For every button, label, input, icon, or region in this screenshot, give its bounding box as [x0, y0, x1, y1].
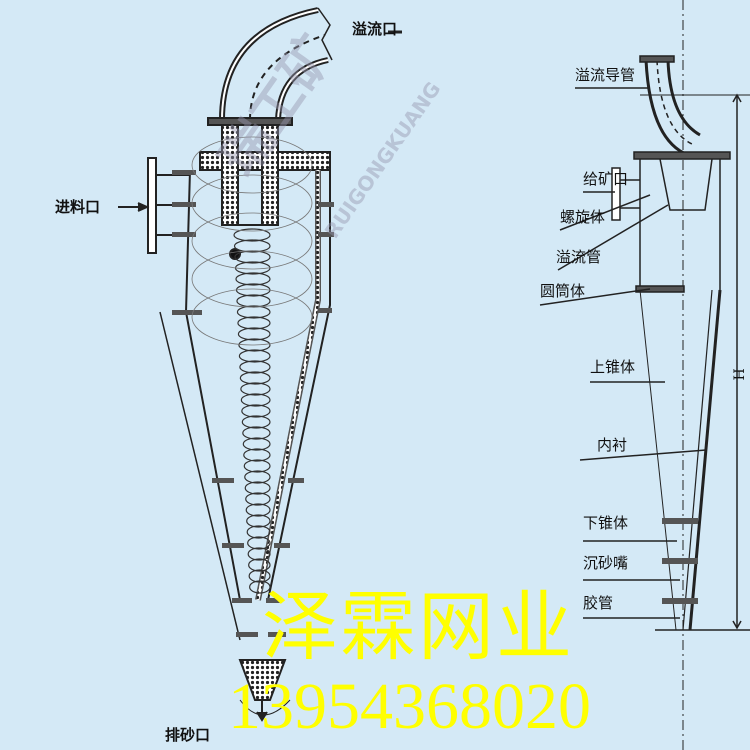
- spiral-turn: [239, 360, 271, 374]
- vortex-swirl: [191, 174, 313, 232]
- vortex-swirl: [191, 212, 313, 270]
- vortex-swirl: [191, 288, 313, 346]
- label-upper-cone: 上锥体: [590, 358, 636, 376]
- label-feed-inlet: 进料口: [55, 198, 101, 216]
- spiral-turn: [233, 239, 271, 253]
- spiral-turn: [236, 294, 271, 308]
- spiral-turn: [244, 481, 271, 495]
- spiral-turn: [248, 558, 271, 572]
- spiral-turn: [244, 470, 271, 484]
- spiral-turn: [238, 349, 271, 363]
- spiral-turn: [242, 426, 271, 440]
- spiral-turn: [239, 371, 271, 385]
- spiral-turn: [242, 437, 271, 451]
- spiral-turn: [241, 415, 271, 429]
- label-rubber-hose: 胶管: [583, 594, 614, 612]
- label-cylinder: 圆筒体: [540, 282, 586, 300]
- spiral-turn: [245, 492, 271, 506]
- label-spiral-body: 螺旋体: [560, 208, 606, 226]
- right-cyclone: [539, 0, 750, 750]
- watermark-phone: 13954368020: [228, 670, 591, 743]
- label-spigot: 沉砂嘴: [583, 554, 629, 572]
- spiral-turn: [240, 382, 271, 396]
- label-overflow-pipe: 溢流管: [556, 248, 602, 266]
- spiral-turn: [234, 250, 271, 264]
- spiral-turn: [238, 338, 271, 352]
- dimension-h: H: [729, 368, 746, 381]
- spiral-turn: [247, 547, 271, 561]
- spiral-turn: [237, 327, 271, 341]
- spiral-turn: [247, 536, 271, 550]
- spiral-turn: [235, 272, 271, 286]
- vortex-swirl: [191, 250, 313, 308]
- label-lining: 内衬: [597, 436, 628, 454]
- spiral-turn: [236, 305, 271, 319]
- left-cyclone: [118, 7, 402, 722]
- label-overflow-outlet: 溢流口: [352, 20, 398, 38]
- label-feed-port: 给矿口: [583, 170, 629, 188]
- spiral-turn: [234, 261, 271, 275]
- spiral-turn: [240, 393, 271, 407]
- spiral-turn: [245, 503, 271, 517]
- spiral-turn: [249, 580, 271, 594]
- spiral-turn: [241, 404, 271, 418]
- label-lower-cone: 下锥体: [583, 514, 629, 532]
- spiral-turn: [243, 459, 271, 473]
- spiral-turn: [233, 228, 271, 242]
- label-overflow-guide-pipe: 溢流导管: [575, 66, 636, 84]
- spiral-turn: [246, 514, 271, 528]
- spiral-turn: [243, 448, 271, 462]
- spiral-turn: [246, 525, 271, 539]
- vortex-swirl: [191, 136, 313, 194]
- watermark-company: 泽霖网业: [262, 586, 574, 670]
- label-sand-outlet: 排砂口: [165, 726, 211, 744]
- spiral-turn: [248, 569, 271, 583]
- spiral-turn: [237, 316, 271, 330]
- spiral-vortex: [191, 136, 313, 594]
